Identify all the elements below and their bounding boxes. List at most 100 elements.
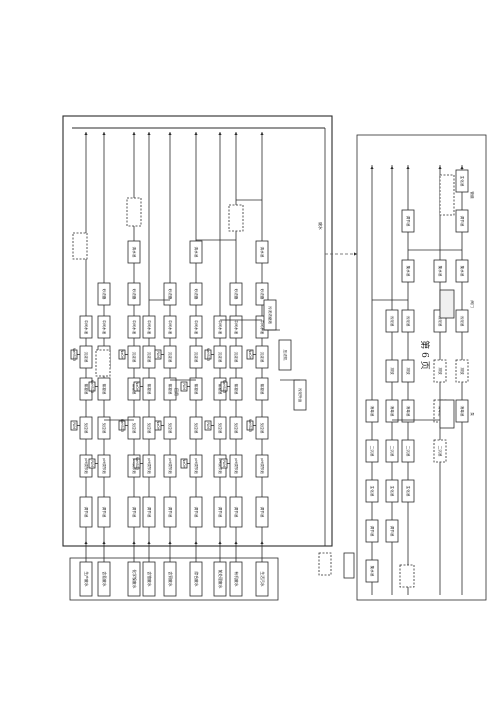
legend-box	[439, 289, 455, 319]
row-arrow	[102, 132, 106, 135]
process-label: 砂滤器	[260, 289, 265, 300]
rp-box	[455, 309, 469, 333]
process-label: 絮凝池	[147, 384, 152, 395]
dosing-label: NaHSO3	[120, 419, 124, 432]
process-label: pH调节池	[84, 458, 89, 474]
side-note: 回用	[174, 388, 179, 396]
dosing-label: NaOH	[156, 421, 160, 431]
process-box	[213, 496, 227, 528]
dosing-label: NaHSO3	[222, 380, 226, 393]
process-box	[255, 496, 269, 528]
process-box	[163, 377, 177, 401]
rp-label: 消毒池	[390, 406, 395, 417]
process-box	[229, 377, 243, 401]
rp-label: 污泥池	[390, 316, 395, 327]
legend-label: 泵	[470, 412, 475, 416]
rp-label: 生化池	[460, 176, 465, 187]
process-label: 絮凝池	[260, 384, 265, 395]
row-input-label: 含铜废水	[168, 571, 173, 586]
process-label: 反应池	[234, 423, 239, 434]
process-label: 中间水池	[102, 320, 107, 335]
dosing-label: NaOH	[135, 382, 139, 392]
process-box	[163, 315, 177, 339]
dosing-label: NaHSO3	[206, 348, 210, 361]
process-label: 调节池	[132, 507, 137, 518]
process-label: pH调节池	[260, 458, 265, 474]
rp-label: 排放	[460, 367, 465, 375]
process-box	[127, 416, 141, 440]
row-arrow	[218, 132, 222, 135]
process-label: 调节池	[194, 507, 199, 518]
dashed-unit	[228, 204, 244, 232]
dosing-label: PAM	[156, 351, 160, 358]
rp-box	[385, 359, 399, 383]
process-box	[79, 416, 93, 440]
process-box	[79, 496, 93, 528]
process-label: 中间水池	[132, 320, 137, 335]
rp-label: 污泥池	[438, 316, 443, 327]
rp-box	[401, 309, 415, 333]
process-label: 中间水池	[194, 320, 199, 335]
rp-box	[365, 559, 379, 583]
dosing-label: PAM	[206, 422, 210, 429]
row-arrow	[132, 132, 136, 135]
process-box	[229, 345, 243, 369]
rp-label: 生化池	[370, 486, 375, 497]
rp-arrow	[390, 166, 394, 169]
rp-label: 消毒池	[406, 406, 411, 417]
dashed-note-box	[318, 552, 332, 576]
row-arrow	[168, 541, 172, 544]
process-box	[163, 345, 177, 369]
process-box	[213, 345, 227, 369]
rp-label: 生化池	[406, 486, 411, 497]
process-label: 中间水池	[218, 320, 223, 335]
process-label: 调节池	[102, 507, 107, 518]
rp-box	[385, 309, 399, 333]
process-box	[229, 454, 243, 478]
process-box	[189, 496, 203, 528]
process-box	[255, 282, 269, 306]
row-input-label: 有机废水	[234, 571, 239, 586]
rp-arrow	[460, 166, 464, 169]
rp-label: 二沉池	[438, 446, 443, 457]
rp-label: 污泥池	[406, 316, 411, 327]
process-label: 絮凝池	[194, 384, 199, 395]
process-label: 中间水池	[84, 320, 89, 335]
process-label: 清水池	[132, 247, 137, 258]
process-label: 絮凝池	[218, 384, 223, 395]
process-box	[142, 454, 156, 478]
page-number: 第 6 页	[419, 340, 429, 370]
process-label: pH调节池	[102, 458, 107, 474]
dosing-label: PAM	[222, 460, 226, 467]
rp-label: 排放	[390, 367, 395, 375]
rp-box	[433, 259, 447, 283]
row-arrow	[102, 541, 106, 544]
rp-box	[455, 359, 469, 383]
process-box	[255, 240, 269, 264]
rp-label: 二沉池	[370, 446, 375, 457]
process-box	[189, 454, 203, 478]
panel-arrow	[354, 252, 357, 256]
rp-box	[365, 479, 379, 503]
process-label: 沉淀池	[132, 352, 137, 363]
rp-label: 集水池	[460, 266, 465, 277]
rp-label: 调节池	[406, 216, 411, 227]
process-label: 絮凝池	[234, 384, 239, 395]
rp-label: 消毒池	[370, 406, 375, 417]
row-arrow	[84, 132, 88, 135]
process-box	[189, 282, 203, 306]
process-box	[79, 315, 93, 339]
dosing-label: NaHSO3	[135, 457, 139, 470]
legend-box	[439, 174, 455, 216]
process-box	[255, 454, 269, 478]
process-box	[142, 377, 156, 401]
dosing-label: PAM	[72, 422, 76, 429]
row-arrow	[132, 541, 136, 544]
process-box	[189, 377, 203, 401]
rp-box	[455, 259, 469, 283]
process-box	[97, 377, 111, 401]
row-arrow	[234, 541, 238, 544]
process-box	[142, 496, 156, 528]
row-arrow	[194, 132, 198, 135]
